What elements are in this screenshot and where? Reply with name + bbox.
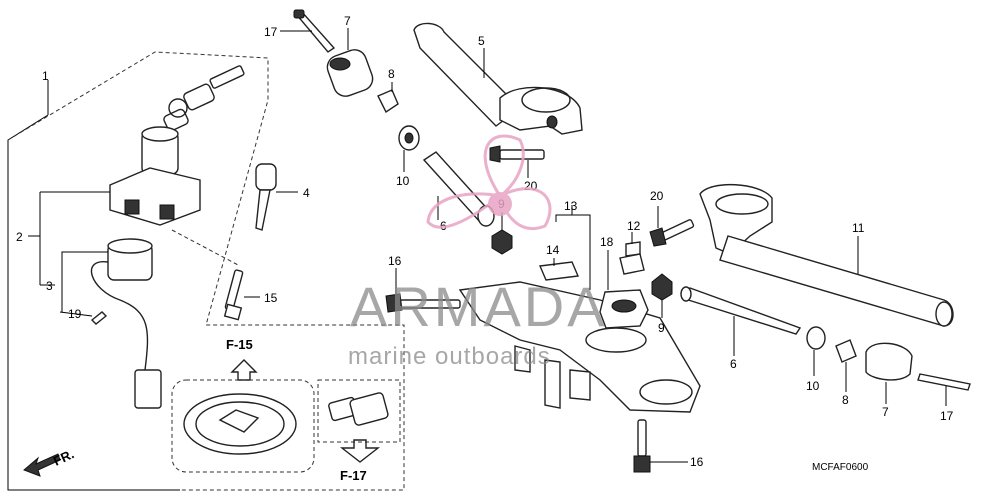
ignition-switch-group: 1 2 3 19 4 15 F-15 F-17 FR. <box>7 51 405 491</box>
callout-14: 14 <box>546 243 560 257</box>
callout-12: 12 <box>627 219 641 233</box>
watermark: ARMADA marine outboards <box>348 134 608 370</box>
callout-5: 5 <box>478 34 485 48</box>
callout-19: 19 <box>68 307 82 321</box>
bar-end-weight-right <box>865 342 913 381</box>
plate-14 <box>538 261 580 281</box>
callout-17-right: 17 <box>940 409 954 423</box>
rubber-ring-10-right <box>806 326 826 350</box>
callout-4: 4 <box>303 186 310 200</box>
callout-10-left: 10 <box>396 174 410 188</box>
left-handlebar-group: 17 7 8 10 6 9 5 20 <box>264 9 583 255</box>
screw-15-icon <box>171 229 244 321</box>
spare-key-icon <box>255 163 277 231</box>
callout-7-right: 7 <box>882 405 889 419</box>
front-label: FR. <box>51 446 76 468</box>
fuel-cap-icon <box>183 393 297 455</box>
ref-f15: F-15 <box>226 337 253 352</box>
inset-f17-box <box>317 379 401 443</box>
right-handlebar-group: 20 11 12 9 6 10 8 7 17 <box>619 184 971 473</box>
callout-8-left: 8 <box>388 67 395 81</box>
callout-9-right: 9 <box>658 321 665 335</box>
callout-16-lower: 16 <box>690 455 704 469</box>
top-bridge-group: 18 14 13 16 16 <box>385 199 704 473</box>
clip-8-right <box>835 339 857 363</box>
ignition-switch-body <box>109 126 201 226</box>
screw-19-icon <box>90 311 108 325</box>
callout-7-left: 7 <box>344 14 351 28</box>
callout-18: 18 <box>600 235 614 249</box>
front-direction-arrow-icon <box>23 453 61 477</box>
drawing-code: MCFAF0600 <box>812 462 869 473</box>
callout-13: 13 <box>564 199 578 213</box>
seat-lock-switch <box>90 238 162 409</box>
bolt-20-right <box>659 219 695 241</box>
callout-2: 2 <box>16 230 23 244</box>
nut-9-right <box>651 273 673 301</box>
callout-17-left: 17 <box>264 25 278 39</box>
group-outline-dashed <box>7 51 405 491</box>
callout-1: 1 <box>42 69 49 83</box>
callout-3: 3 <box>46 279 53 293</box>
key-set-icon <box>163 65 245 132</box>
callout-16-upper: 16 <box>388 254 402 268</box>
clip-8-left <box>377 89 399 114</box>
watermark-logo-icon <box>426 134 552 230</box>
watermark-brand: ARMADA <box>350 275 608 338</box>
callout-10-right: 10 <box>806 379 820 393</box>
bar-end-weight-left <box>326 49 374 97</box>
cap-12 <box>619 253 645 275</box>
inset-f15-box <box>171 379 315 473</box>
watermark-tagline: marine outboards <box>348 343 551 370</box>
bar-end-rod-right <box>681 287 802 335</box>
bolt-17-right <box>917 373 971 391</box>
bolt-16-lower <box>637 419 647 457</box>
callout-8-right: 8 <box>842 393 849 407</box>
callout-20-right: 20 <box>650 189 664 203</box>
ref-f17: F-17 <box>340 468 367 483</box>
arrow-up-icon <box>230 359 258 381</box>
callout-6-right: 6 <box>730 357 737 371</box>
arrow-down-icon <box>339 439 381 463</box>
nut-9-left <box>491 229 513 255</box>
callout-11: 11 <box>852 221 865 235</box>
callout-15: 15 <box>264 291 278 305</box>
